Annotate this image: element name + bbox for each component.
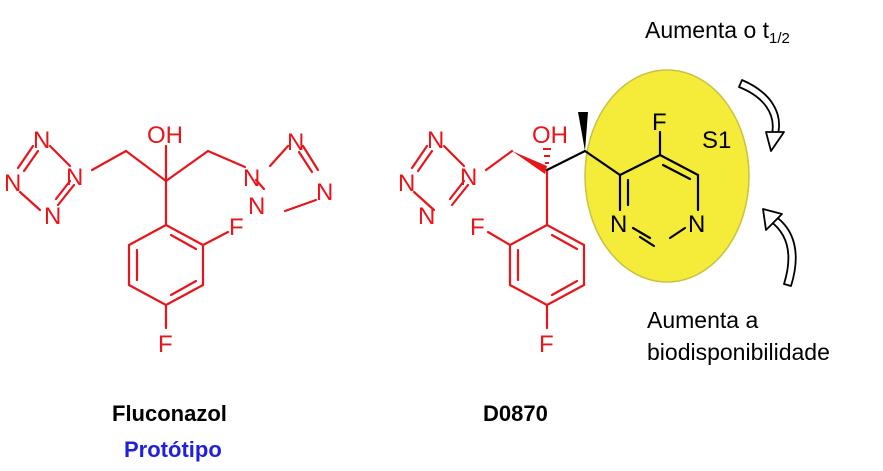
- fluconazole-name-label: Fluconazol: [112, 401, 227, 426]
- d0870-atom-n: N: [427, 127, 444, 154]
- d0870-atom-f: F: [539, 331, 554, 358]
- d0870-atom-oh: OH: [532, 122, 568, 149]
- fluconazole-atom-oh: OH: [147, 122, 183, 149]
- fluconazole-atom-n: N: [243, 165, 260, 192]
- d0870-wedge-bond: [512, 151, 547, 174]
- bioavailability-annotation-line1: Aumenta a: [647, 307, 758, 333]
- d0870-atom-n: N: [418, 203, 435, 230]
- fluconazole-atom-f: F: [158, 331, 173, 358]
- s1-highlight-ellipse: [584, 69, 750, 283]
- fluconazole-atom-n: N: [4, 170, 21, 197]
- fluconazole-structure: [16, 144, 320, 330]
- d0870-name-label: D0870: [483, 401, 548, 426]
- s1-site-label: S1: [702, 127, 731, 154]
- half-life-annotation-text: Aumenta o t: [645, 17, 770, 43]
- fluconazole-atom-n: N: [316, 179, 333, 206]
- fluconazole-atom-n: N: [33, 127, 50, 154]
- fluconazole-atom-labels: N N N N OH N N F F: [4, 122, 265, 358]
- d0870-atom-f: F: [652, 109, 667, 136]
- fluconazole-atom-n: N: [66, 164, 83, 191]
- fluconazole-atom-f: F: [229, 214, 244, 241]
- fluconazole-atom-n: N: [287, 129, 304, 156]
- d0870-atom-n: N: [398, 170, 415, 197]
- bioavailability-annotation-line2: biodisponibilidade: [647, 339, 830, 365]
- prototype-label: Protótipo: [124, 437, 222, 462]
- half-life-arrow: [738, 79, 785, 152]
- d0870-atom-labels-black: F N N S1: [610, 109, 731, 238]
- fluconazole-atom-n: N: [44, 203, 61, 230]
- d0870-methyl-wedge: [578, 112, 588, 151]
- d0870-atom-labels-red: N N N OH F F: [398, 122, 568, 358]
- d0870-pyrimidine-structure: [545, 130, 700, 248]
- d0870-atom-n: N: [460, 164, 477, 191]
- half-life-annotation: Aumenta o t1/2: [645, 17, 790, 47]
- bioavailability-arrow: [762, 208, 797, 287]
- d0870-structure-red: [410, 144, 586, 330]
- fluconazole-atom-n: N: [248, 193, 265, 220]
- half-life-subscript: 1/2: [769, 30, 790, 47]
- d0870-atom-n: N: [610, 211, 627, 238]
- d0870-atom-f: F: [470, 214, 485, 241]
- d0870-hashed-bond: [543, 148, 551, 164]
- d0870-atom-n: N: [688, 211, 705, 238]
